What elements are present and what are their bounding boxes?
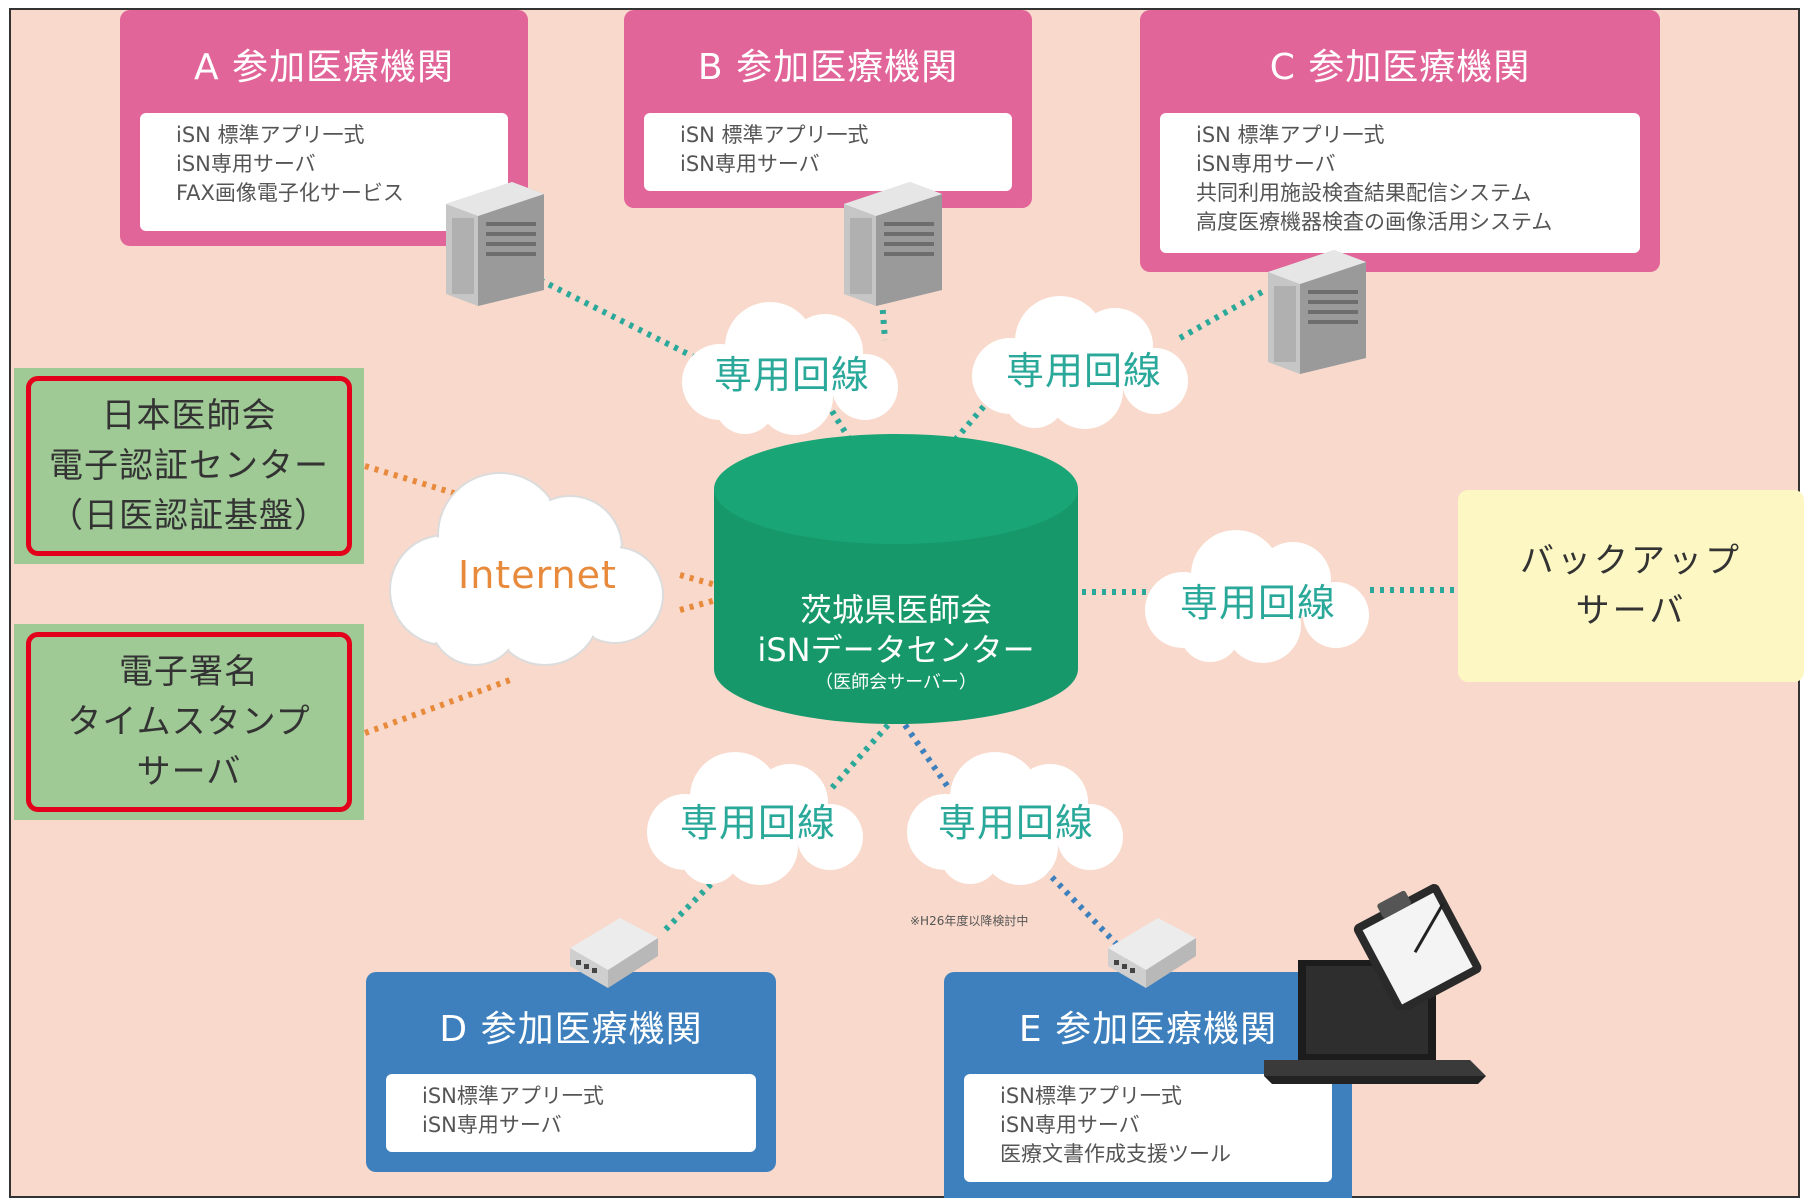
clipboard-icon — [1353, 884, 1482, 1010]
dedicated-line-cloud-e — [907, 752, 1123, 885]
certification-center: 日本医師会 電子認証センター （日医認証基盤） — [14, 368, 364, 564]
link-a-center — [822, 398, 853, 442]
datacenter-name: 茨城県医師会 — [799, 591, 992, 629]
dedicated-line-cloud-c — [972, 296, 1188, 429]
dedicated-line-cloud-a — [682, 302, 898, 435]
institution-d-title: D 参加医療機関 — [439, 1009, 703, 1050]
internet-label: Internet — [458, 553, 617, 597]
institution-c-title: C 参加医療機関 — [1269, 47, 1531, 88]
service-item: iSN専用サーバ — [680, 152, 820, 176]
link-internet-2 — [679, 597, 717, 613]
institution-d: D 参加医療機関 iSN標準アプリ一式 iSN専用サーバ — [366, 972, 776, 1172]
certification-center-line: 日本医師会 — [101, 396, 277, 436]
datacenter-subtitle: iSNデータセンター — [757, 631, 1035, 669]
institution-b-services: iSN 標準アプリ一式 iSN専用サーバ — [644, 113, 1012, 191]
certification-center-line: （日医認証基盤） — [49, 496, 329, 536]
dedicated-line-label-e: 専用回線 — [938, 801, 1095, 845]
link-e — [902, 723, 953, 792]
dedicated-line-cloud-backup — [1145, 530, 1369, 663]
dedicated-line-label-a: 専用回線 — [714, 353, 871, 397]
certification-center-frame: 日本医師会 電子認証センター （日医認証基盤） — [26, 376, 352, 556]
service-item: iSN 標準アプリ一式 — [176, 123, 365, 147]
link-d-2 — [662, 867, 728, 933]
institution-e-services: iSN標準アプリ一式 iSN専用サーバ 医療文書作成支援ツール — [964, 1074, 1332, 1182]
server-tower-icon — [1268, 250, 1366, 374]
service-item: iSN専用サーバ — [176, 152, 316, 176]
service-item: iSN 標準アプリ一式 — [1196, 123, 1385, 147]
institution-c-services: iSN 標準アプリ一式 iSN専用サーバ 共同利用施設検査結果配信システム 高度… — [1160, 113, 1640, 253]
server-tower-icon — [844, 182, 942, 306]
link-d — [827, 723, 891, 792]
service-item: iSN標準アプリ一式 — [1000, 1084, 1182, 1108]
timestamp-server-line: 電子署名 — [119, 652, 259, 692]
institution-b: B 参加医療機関 iSN 標準アプリ一式 iSN専用サーバ — [624, 10, 1032, 208]
link-internet — [679, 572, 717, 588]
service-item: iSN標準アプリ一式 — [422, 1084, 604, 1108]
service-item: iSN専用サーバ — [1000, 1113, 1140, 1137]
dedicated-line-label-c: 専用回線 — [1006, 349, 1163, 393]
timestamp-server: 電子署名 タイムスタンプ サーバ — [14, 624, 364, 820]
service-item: iSN専用サーバ — [422, 1113, 562, 1137]
service-item: FAX画像電子化サービス — [176, 181, 404, 205]
timestamp-server-frame: 電子署名 タイムスタンプ サーバ — [26, 632, 352, 812]
datacenter-database-icon — [714, 434, 1078, 724]
institution-b-title: B 参加医療機関 — [697, 47, 959, 88]
service-item: iSN専用サーバ — [1196, 152, 1336, 176]
network-device-icon — [1108, 918, 1196, 988]
dedicated-line-label-backup: 専用回線 — [1180, 581, 1337, 625]
institution-e: E 参加医療機関 iSN標準アプリ一式 iSN専用サーバ 医療文書作成支援ツール — [944, 972, 1352, 1198]
note-text: ※H26年度以降検討中 — [910, 914, 1029, 928]
service-item: 共同利用施設検査結果配信システム — [1196, 181, 1532, 205]
datacenter-caption: （医師会サーバー） — [815, 672, 977, 693]
institution-a-title: A 参加医療機関 — [193, 47, 455, 88]
institution-e-title: E 参加医療機関 — [1018, 1009, 1278, 1050]
link-b — [879, 299, 888, 341]
service-item: 高度医療機器検査の画像活用システム — [1196, 210, 1553, 234]
service-item: 医療文書作成支援ツール — [1000, 1142, 1231, 1166]
dedicated-line-label-d: 専用回線 — [680, 801, 837, 845]
institution-d-services: iSN標準アプリ一式 iSN専用サーバ — [386, 1074, 756, 1152]
server-tower-icon — [446, 182, 544, 306]
timestamp-server-line: タイムスタンプ — [67, 702, 311, 742]
timestamp-server-line: サーバ — [136, 752, 242, 792]
certification-center-line: 電子認証センター — [49, 446, 329, 486]
backup-server-line: バックアップ — [1520, 541, 1742, 581]
link-ts — [363, 677, 512, 736]
link-ca — [364, 463, 461, 498]
service-item: iSN 標準アプリ一式 — [680, 123, 869, 147]
internet-cloud — [389, 472, 664, 666]
dedicated-line-cloud-d — [647, 752, 863, 885]
backup-server-line: サーバ — [1575, 591, 1687, 631]
backup-server: バックアップ サーバ — [1458, 490, 1804, 682]
network-device-icon — [570, 918, 658, 988]
institution-c: C 参加医療機関 iSN 標準アプリ一式 iSN専用サーバ 共同利用施設検査結果… — [1140, 10, 1660, 272]
link-c-center — [952, 403, 988, 442]
